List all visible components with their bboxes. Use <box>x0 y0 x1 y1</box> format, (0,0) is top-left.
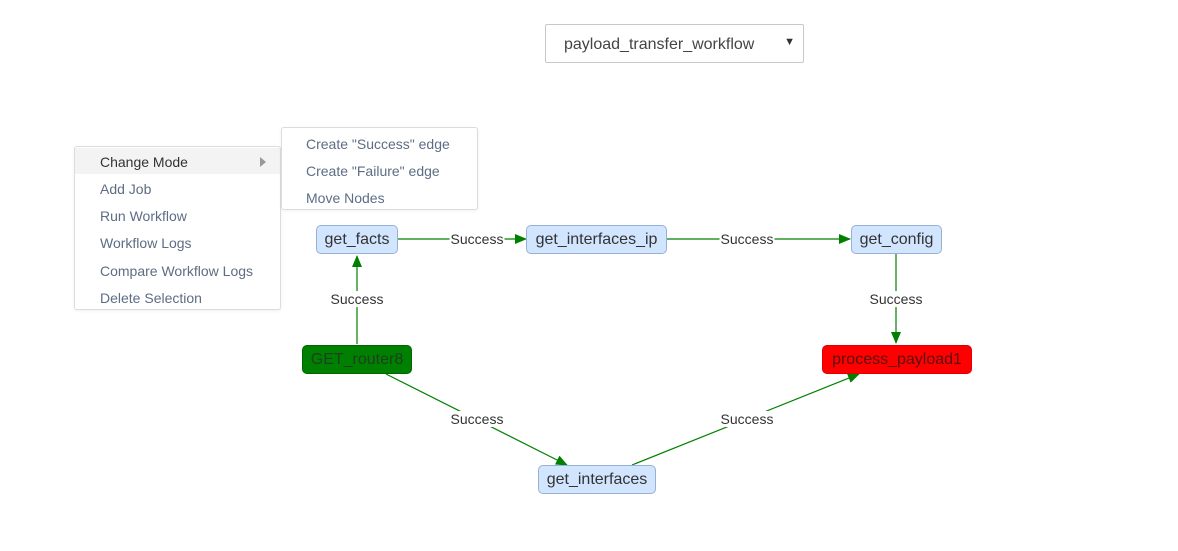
menu-item-delete-selection[interactable]: Delete Selection <box>75 284 280 310</box>
submenu-item-move-nodes[interactable]: Move Nodes <box>282 183 477 209</box>
node-label: get_interfaces <box>546 471 648 488</box>
menu-item-compare-workflow-logs[interactable]: Compare Workflow Logs <box>75 257 280 283</box>
edge-label: Success <box>719 231 775 247</box>
menu-item-label: Change Mode <box>100 154 188 170</box>
menu-item-run-workflow[interactable]: Run Workflow <box>75 202 280 228</box>
edge-label: Success <box>449 411 505 427</box>
node-get-config[interactable]: get_config <box>851 225 942 254</box>
context-menu: Change Mode Add Job Run Workflow Workflo… <box>74 146 281 310</box>
menu-item-label: Workflow Logs <box>100 235 192 251</box>
submenu-item-label: Create "Failure" edge <box>306 163 440 179</box>
submenu-item-create-success-edge[interactable]: Create "Success" edge <box>282 129 477 155</box>
menu-item-change-mode[interactable]: Change Mode <box>75 148 280 174</box>
menu-item-label: Delete Selection <box>100 290 202 306</box>
menu-item-label: Run Workflow <box>100 208 187 224</box>
node-get-interfaces[interactable]: get_interfaces <box>538 465 656 494</box>
menu-item-workflow-logs[interactable]: Workflow Logs <box>75 229 280 255</box>
change-mode-submenu: Create "Success" edge Create "Failure" e… <box>281 127 478 210</box>
menu-item-add-job[interactable]: Add Job <box>75 175 280 201</box>
node-label: process_payload1 <box>832 351 962 368</box>
chevron-right-icon <box>260 157 266 167</box>
node-get-interfaces-ip[interactable]: get_interfaces_ip <box>526 225 667 254</box>
node-get-facts[interactable]: get_facts <box>316 225 398 254</box>
edge-label: Success <box>329 291 385 307</box>
node-end-process-payload1[interactable]: process_payload1 <box>822 345 972 374</box>
workflow-select-value: payload_transfer_workflow <box>564 36 755 53</box>
submenu-item-label: Create "Success" edge <box>306 136 450 152</box>
menu-item-label: Compare Workflow Logs <box>100 263 254 279</box>
node-start-get-router8[interactable]: GET_router8 <box>302 345 412 374</box>
node-label: get_config <box>859 231 934 248</box>
menu-item-label: Add Job <box>100 181 152 197</box>
edge-label: Success <box>719 411 775 427</box>
node-label: GET_router8 <box>310 351 404 368</box>
node-label: get_facts <box>324 231 390 248</box>
submenu-item-label: Move Nodes <box>306 190 385 206</box>
chevron-down-icon: ▼ <box>784 36 795 48</box>
edge-label: Success <box>449 231 505 247</box>
submenu-item-create-failure-edge[interactable]: Create "Failure" edge <box>282 156 477 182</box>
node-label: get_interfaces_ip <box>535 231 658 248</box>
edge-label: Success <box>868 291 924 307</box>
workflow-select[interactable]: payload_transfer_workflow ▼ <box>545 24 804 63</box>
